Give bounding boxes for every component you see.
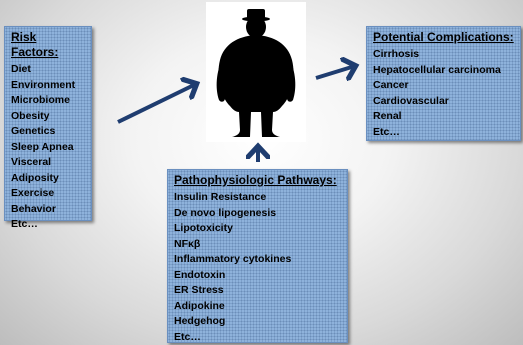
list-item: Microbiome (11, 94, 70, 106)
list-item: Behavior (11, 202, 56, 215)
arrow-risk-to-figure (117, 84, 196, 124)
list-item: Exercise (11, 187, 55, 199)
list-item: Obesity (11, 109, 50, 122)
pathways-title: Pathophysiologic Pathways: (174, 173, 337, 187)
list-item: Hepatocellular carcinoma (373, 63, 501, 76)
obese-person-silhouette-icon (216, 9, 296, 137)
list-item: Hedgehog (174, 315, 226, 327)
pathways-list: Insulin Resistance De novo lipogenesis L… (174, 190, 341, 345)
list-item: Etc… (174, 330, 201, 343)
arrow-figure-to-complications (315, 66, 355, 78)
complications-title: Potential Complications: (373, 30, 514, 44)
list-item: Renal (373, 110, 402, 122)
list-item: Endotoxin (174, 268, 226, 281)
pathways-box: Pathophysiologic Pathways: Insulin Resis… (167, 169, 348, 343)
complications-list: Cirrhosis Hepatocellular carcinoma Cance… (373, 47, 514, 140)
list-item: Etc… (373, 125, 400, 138)
list-item: Lipotoxicity (174, 222, 233, 234)
list-item: Etc… (11, 218, 38, 230)
list-item: ER Stress (174, 284, 224, 296)
list-item: Adipokine (174, 299, 225, 312)
risk-factors-box: Risk Factors: Diet Environment Microbiom… (4, 26, 92, 230)
risk-factors-list: Diet Environment Microbiome Obesity Gene… (11, 62, 85, 233)
list-item: De novo lipogenesis (174, 206, 277, 219)
list-item: NFκβ (174, 237, 201, 250)
list-item: Visceral (11, 156, 52, 168)
list-item: Cancer (373, 79, 409, 91)
list-item: Genetics (11, 125, 56, 137)
list-item: Diet (11, 63, 31, 75)
list-item: Environment (11, 78, 76, 91)
list-item: Adiposity (11, 171, 59, 184)
complications-box: Potential Complications: Cirrhosis Hepat… (366, 26, 521, 141)
list-item: Inflammatory cytokines (174, 253, 292, 265)
list-item: Cirrhosis (373, 48, 420, 60)
list-item: Insulin Resistance (174, 191, 267, 203)
risk-factors-title: Risk Factors: (11, 30, 59, 59)
list-item: Sleep Apnea (11, 140, 74, 153)
central-figure-panel (206, 2, 306, 142)
list-item: Cardiovascular (373, 94, 449, 107)
